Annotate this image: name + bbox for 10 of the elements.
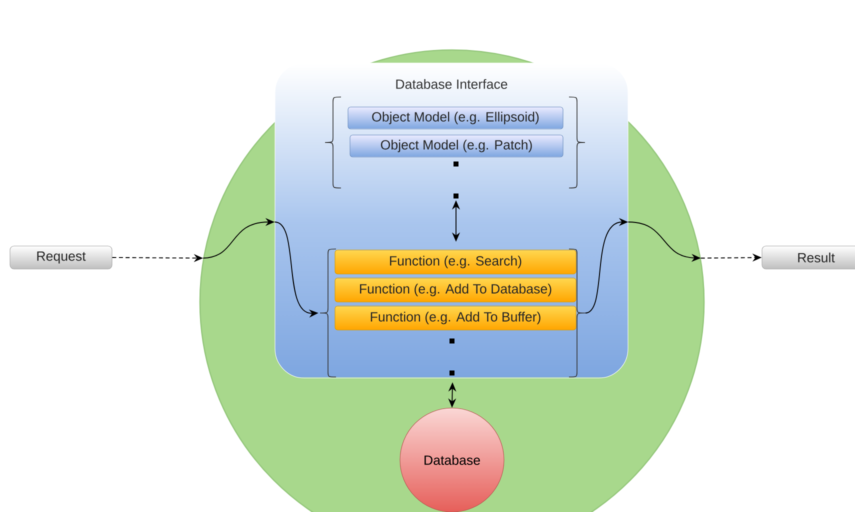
function-box: Function (e.g. Search) xyxy=(334,250,576,274)
function-box: Function (e.g. Add To Database) xyxy=(334,278,576,302)
button-box: Request xyxy=(10,246,112,270)
button-box: Result xyxy=(762,246,855,270)
model-box: Object Model (e.g. Patch) xyxy=(350,134,564,158)
panel-title: Database Interface xyxy=(396,79,508,89)
function-box: Function (e.g. Add To Buffer) xyxy=(334,306,576,330)
bracket xyxy=(320,248,586,378)
bracket xyxy=(324,96,586,188)
model-box: Object Model (e.g. Ellipsoid) xyxy=(348,106,564,130)
